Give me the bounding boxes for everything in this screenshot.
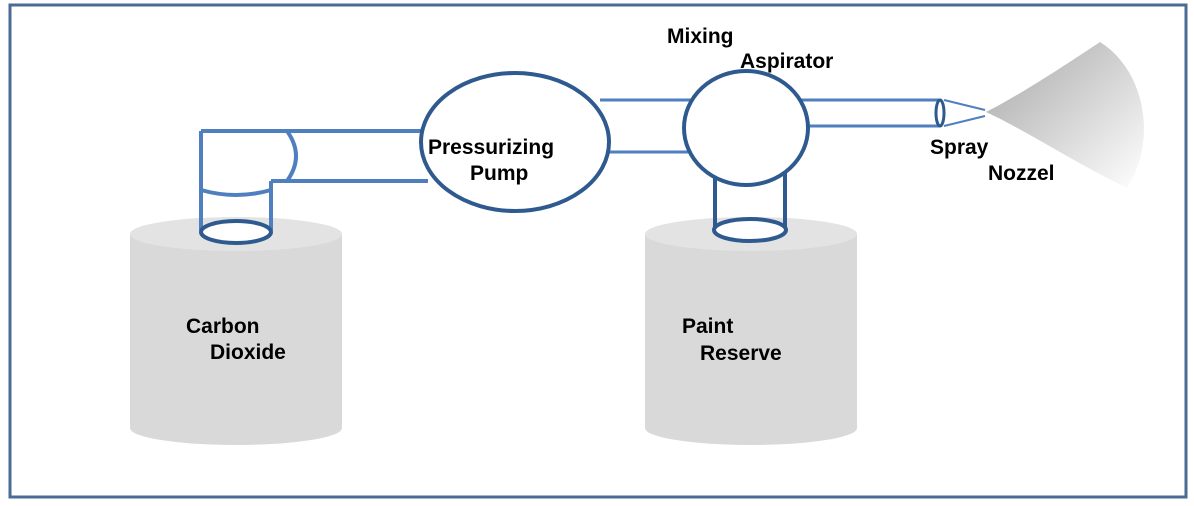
nozzle-tip bbox=[943, 99, 986, 127]
paint-tank-label-line2: Reserve bbox=[700, 342, 782, 365]
nozzle-label-line2: Nozzel bbox=[988, 162, 1055, 185]
aspirator-label-line2: Aspirator bbox=[740, 50, 833, 73]
co2-tank-label-line2: Dioxide bbox=[210, 341, 286, 364]
transfer-pipe bbox=[600, 98, 700, 154]
elbow-seam bbox=[200, 188, 272, 197]
aspirator-label-line1: Mixing bbox=[667, 25, 734, 48]
outlet-pipe bbox=[795, 98, 986, 128]
co2-tank-opening bbox=[199, 219, 273, 245]
paint-tank-opening bbox=[712, 217, 788, 243]
nozzle-collar bbox=[934, 98, 946, 128]
co2-elbow-pipe bbox=[199, 129, 428, 230]
pump-label-line1: Pressurizing bbox=[428, 136, 554, 159]
spray-cone bbox=[986, 42, 1144, 188]
paint-tank bbox=[645, 217, 857, 445]
pump-label-line2: Pump bbox=[470, 162, 528, 185]
paint-tank-label-line1: Paint bbox=[682, 315, 733, 338]
paint-tank-body bbox=[645, 234, 857, 445]
mixing-aspirator bbox=[682, 69, 810, 187]
nozzle-label-line1: Spray bbox=[930, 136, 989, 159]
co2-tank-label-line1: Carbon bbox=[186, 315, 260, 338]
pressurizing-pump bbox=[419, 71, 611, 213]
co2-tank-body bbox=[130, 234, 342, 445]
